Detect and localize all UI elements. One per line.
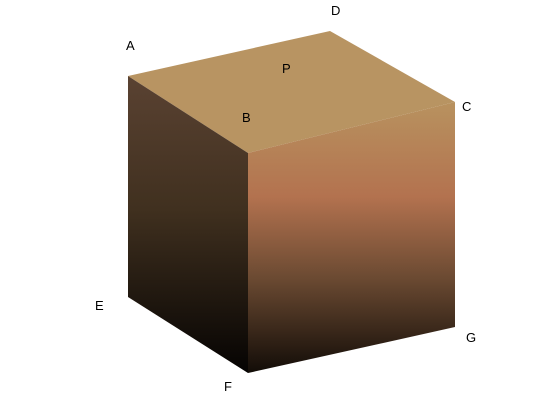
- vertex-label-d: D: [331, 3, 340, 18]
- vertex-label-g: G: [466, 330, 476, 345]
- vertex-label-p: P: [282, 61, 291, 76]
- cube-left-face: [128, 76, 248, 373]
- vertex-label-b: B: [242, 110, 251, 125]
- vertex-label-c: C: [462, 99, 471, 114]
- vertex-label-e: E: [95, 298, 104, 313]
- cube-top-face: [128, 31, 455, 153]
- cube-front-face: [248, 102, 455, 373]
- vertex-label-f: F: [224, 379, 232, 394]
- vertex-label-a: A: [126, 38, 135, 53]
